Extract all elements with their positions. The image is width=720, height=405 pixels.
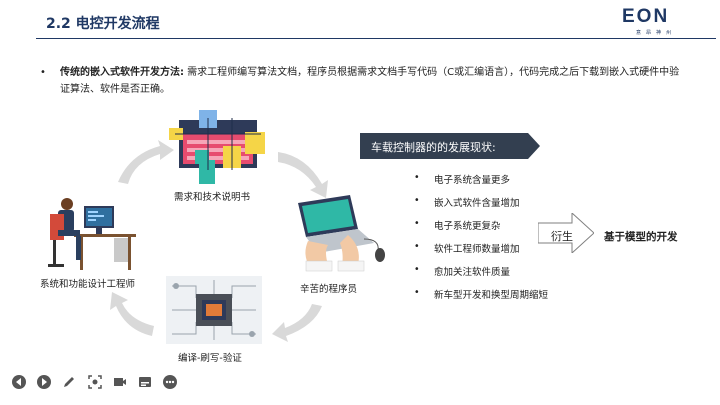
requirements-doc-icon (169, 110, 265, 184)
list-item-text: 愈加关注软件质量 (434, 267, 511, 278)
derive-label: 衍生 (551, 230, 573, 243)
status-callout-text: 车载控制器的的发展现状: (371, 141, 496, 154)
list-item: • 电子系统含量更多 (414, 172, 548, 195)
status-list: • 电子系统含量更多 • 嵌入式软件含量增加 • 电子系统更复杂 • 软件工程师数量增加… (414, 172, 548, 310)
status-callout-bg (360, 133, 540, 159)
page-title: 2.2 电控开发流程 (46, 16, 160, 32)
list-item: • 电子系统更复杂 (414, 218, 548, 241)
arrow-down-right (272, 304, 322, 342)
header-divider (36, 38, 716, 39)
arrow-up-left (118, 140, 174, 184)
arrow-down-left (110, 292, 154, 336)
list-item: • 嵌入式软件含量增加 (414, 195, 548, 218)
list-item: • 新车型开发和换型周期缩短 (414, 287, 548, 310)
bullet: • (414, 241, 420, 252)
previous-icon[interactable] (12, 375, 26, 389)
arrow-up-right (278, 152, 328, 198)
logo-subtitle: 意昂神州 (636, 30, 677, 36)
programmer-laptop-icon (298, 195, 385, 272)
result-label: 基于模型的开发 (604, 231, 678, 243)
engineer-icon (48, 198, 136, 270)
compile-label: 编译-刷写-验证 (178, 353, 242, 364)
bullet: • (414, 287, 420, 298)
engineer-label: 系统和功能设计工程师 (40, 279, 136, 290)
bullet: • (414, 264, 420, 275)
bullet: • (414, 218, 420, 229)
next-icon[interactable] (37, 375, 51, 389)
intro-lead: 传统的嵌入式软件开发方法: (60, 67, 184, 78)
logo-text: EON (622, 6, 670, 27)
list-item-text: 新车型开发和换型周期缩短 (434, 290, 549, 301)
list-item: • 愈加关注软件质量 (414, 264, 548, 287)
subtitle-icon[interactable] (138, 375, 152, 389)
video-icon[interactable] (113, 375, 127, 389)
list-item-text: 电子系统含量更多 (434, 175, 511, 186)
bullet: • (414, 172, 420, 183)
list-item-text: 电子系统更复杂 (434, 221, 501, 232)
intro-body: 需求工程师编写算法文档，程序员根据需求文档手写代码（C或汇编语言），代码完成之后… (60, 67, 680, 95)
programmer-label: 辛苦的程序员 (300, 284, 358, 295)
derive-arrow (538, 213, 594, 253)
list-item-text: 嵌入式软件含量增加 (434, 198, 520, 209)
more-icon[interactable] (163, 375, 177, 389)
intro-paragraph: • 传统的嵌入式软件开发方法: 需求工程师编写算法文档，程序员根据需求文档手写代… (40, 64, 684, 98)
doc-label: 需求和技术说明书 (174, 192, 251, 203)
bullet: • (40, 67, 46, 78)
circuit-chip-icon (166, 276, 262, 344)
brand-logo: EON 意昂神州 (622, 6, 704, 36)
focus-icon[interactable] (88, 375, 102, 389)
list-item: • 软件工程师数量增加 (414, 241, 548, 264)
cycle-arrows (110, 140, 328, 342)
bullet: • (414, 195, 420, 206)
pen-icon[interactable] (62, 375, 76, 389)
list-item-text: 软件工程师数量增加 (434, 244, 520, 255)
